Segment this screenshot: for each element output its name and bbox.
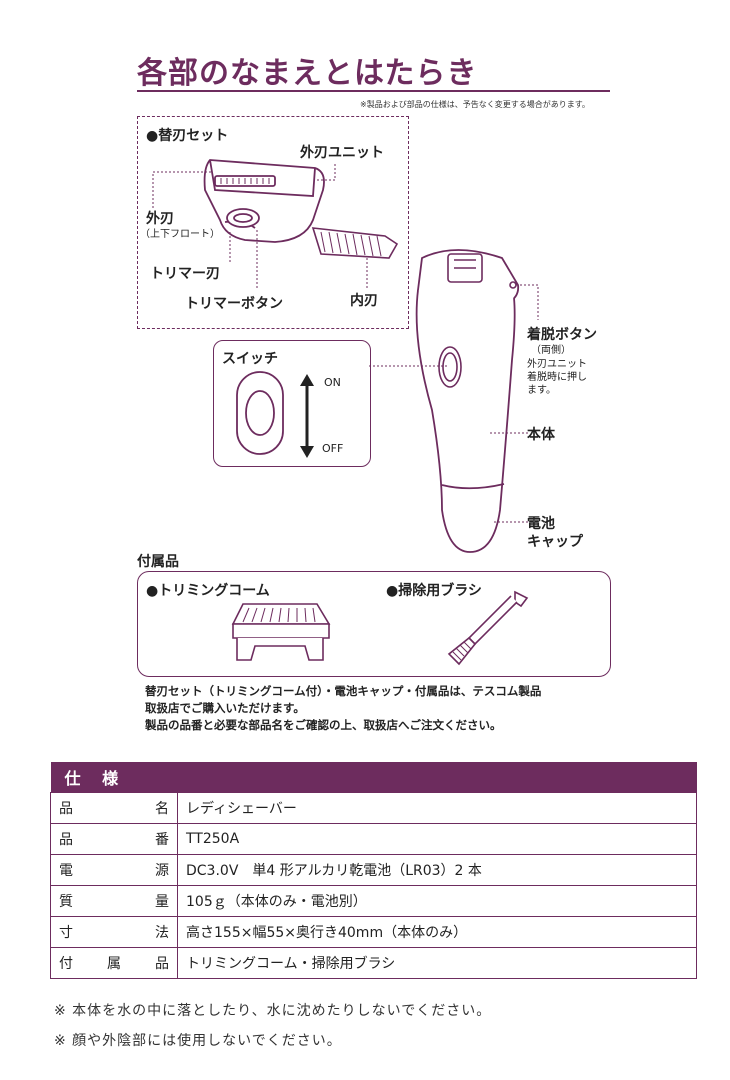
blade-unit-illustration [152, 159, 399, 290]
switch-off-label: OFF [322, 442, 344, 455]
spec-value: TT250A [177, 823, 697, 855]
table-row: 寸法 高さ155×幅55×奥行き40mm（本体のみ） [50, 916, 697, 948]
release-button-label: 着脱ボタン [527, 327, 597, 343]
trimmer-blade-label: トリマー刃 [150, 266, 220, 282]
battery-cap-label-2: キャップ [527, 534, 583, 550]
spec-key: 電源 [50, 854, 178, 886]
release-note-line3: ます。 [527, 385, 556, 396]
switch-knob-icon [236, 371, 284, 455]
spec-key: 品名 [50, 792, 178, 824]
release-button-sublabel: （両側） [531, 345, 571, 356]
spec-heading: 仕 様 [50, 762, 697, 793]
inner-blade-label: 内刃 [350, 293, 378, 309]
table-row: 品番 TT250A [50, 823, 697, 855]
spec-key: 付属品 [50, 947, 178, 979]
spec-value: トリミングコーム・掃除用ブラシ [177, 947, 697, 979]
table-row: 電源 DC3.0V 単4 形アルカリ乾電池（LR03）2 本 [50, 854, 697, 886]
spec-value: 高さ155×幅55×奥行き40mm（本体のみ） [177, 916, 697, 948]
table-row: 品名 レディシェーバー [50, 792, 697, 824]
trimming-comb-label: ●トリミングコーム [146, 583, 270, 599]
parts-note-line3: 製品の品番と必要な部品名をご確認の上、取扱店へご注文ください。 [145, 718, 502, 732]
parts-note-line1: 替刃セット（トリミングコーム付）・電池キャップ・付属品は、テスコム製品 [145, 684, 542, 698]
spec-key: 寸法 [50, 916, 178, 948]
spec-key: 質量 [50, 885, 178, 917]
accessories-box [137, 571, 611, 677]
spec-value: レディシェーバー [177, 792, 697, 824]
page-title: 各部のなまえとはたらき [137, 56, 478, 91]
cleaning-brush-label: ●掃除用ブラシ [386, 583, 482, 599]
spec-key: 品番 [50, 823, 178, 855]
title-underline [137, 90, 610, 92]
spec-change-note: ※製品および部品の仕様は、予告なく変更する場合があります。 [360, 100, 590, 109]
parts-note-line2: 取扱店でご購入いただけます。 [145, 701, 305, 715]
switch-heading: スイッチ [222, 351, 278, 367]
release-note-line2: 着脱時に押し [527, 372, 587, 383]
shaver-body-illustration [415, 249, 539, 553]
trimmer-button-label: トリマーボタン [185, 296, 283, 312]
switch-panel [213, 340, 371, 467]
spec-value: 105ｇ（本体のみ・電池別） [177, 885, 697, 917]
replacement-blade-box [137, 116, 409, 329]
battery-cap-label-1: 電池 [527, 516, 555, 532]
footnote-water: ※ 本体を水の中に落としたり、水に沈めたりしないでください。 [54, 1003, 492, 1019]
release-note-line1: 外刃ユニット [527, 359, 587, 370]
trimming-comb-illustration [231, 603, 331, 661]
cleaning-brush-illustration [447, 590, 529, 666]
parts-purchase-note: 替刃セット（トリミングコーム付）・電池キャップ・付属品は、テスコム製品 取扱店で… [145, 683, 541, 734]
table-row: 質量 105ｇ（本体のみ・電池別） [50, 885, 697, 917]
switch-leader-line [369, 365, 447, 367]
switch-arrow-icon [300, 374, 314, 458]
main-body-label: 本体 [527, 427, 555, 443]
footnote-usage: ※ 顔や外陰部には使用しないでください。 [54, 1033, 342, 1049]
replacement-blade-heading: ●替刃セット [146, 128, 229, 144]
table-row: 付属品 トリミングコーム・掃除用ブラシ [50, 947, 697, 979]
outer-unit-label: 外刃ユニット [300, 145, 384, 161]
accessories-heading: 付属品 [137, 554, 179, 570]
switch-on-label: ON [324, 376, 341, 389]
spec-value: DC3.0V 単4 形アルカリ乾電池（LR03）2 本 [177, 854, 697, 886]
spec-table: 仕 様 品名 レディシェーバー 品番 TT250A 電源 DC3.0V 単4 形… [50, 762, 697, 979]
outer-blade-label: 外刃 [146, 211, 174, 227]
outer-blade-sublabel: （上下フロート） [140, 229, 220, 240]
